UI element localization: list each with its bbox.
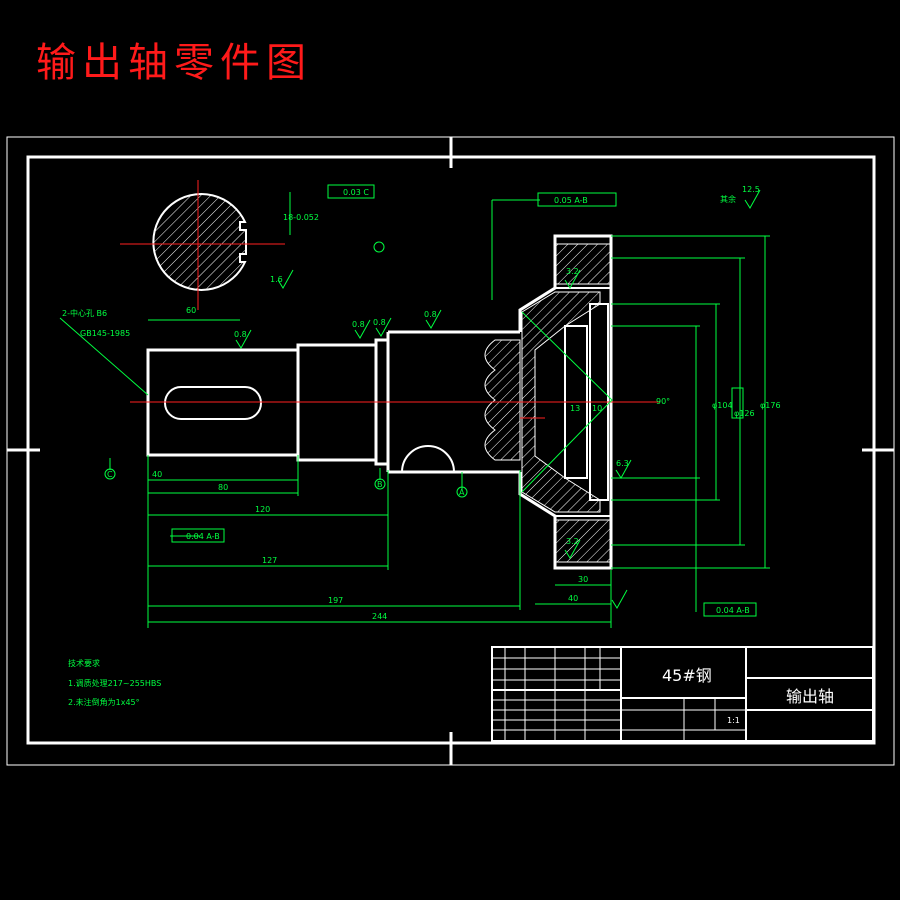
datum-a: A — [459, 488, 465, 497]
rest-roughness-label: 其余 — [720, 194, 736, 204]
dim-40a: 40 — [152, 470, 162, 479]
centering-marks — [7, 137, 894, 765]
dim-40b: 40 — [568, 594, 578, 603]
tolerance-frames — [171, 184, 757, 617]
roughness-texts: 0.8 0.8 0.8 0.8 3.2 3.2 6.3 1.6 — [234, 267, 629, 546]
tol-3: 0.04 A-B — [186, 532, 220, 541]
dim-60: 60 — [186, 306, 196, 315]
part-name-label: 输出轴 — [786, 687, 834, 706]
center-hole-label: 2-中心孔 B6 — [62, 308, 107, 318]
dim-127: 127 — [262, 556, 277, 565]
dimension-lines — [59, 192, 770, 628]
page-title: 输出轴零件图 — [36, 40, 312, 86]
tol-4: 0.04 A-B — [716, 606, 750, 615]
gear-hatch — [484, 243, 611, 563]
notes-heading: 技术要求 — [68, 658, 100, 668]
title-block-grid — [492, 647, 746, 741]
rough-8: 1.6 — [270, 275, 283, 284]
dim-angle-90: 90° — [656, 397, 670, 406]
dimension-texts: 60 40 80 120 127 197 244 30 40 13 10 90°… — [152, 213, 781, 621]
rough-2: 0.8 — [352, 320, 365, 329]
dim-197: 197 — [328, 596, 343, 605]
rough-1: 0.8 — [234, 330, 247, 339]
datum-letters: C A B — [107, 470, 465, 497]
center-hole-standard: GB145-1985 — [80, 329, 130, 338]
dim-phi176: φ176 — [760, 401, 781, 410]
material-label: 45#钢 — [662, 666, 712, 685]
tolerance-texts: 0.03 C 0.05 A-B 0.04 A-B 0.04 A-B — [186, 188, 750, 615]
cross-section-view — [120, 180, 285, 310]
datum-c: C — [107, 470, 113, 479]
tol-2: 0.05 A-B — [554, 196, 588, 205]
dim-10: 10 — [592, 404, 602, 413]
dim-80: 80 — [218, 483, 228, 492]
scale-label: 1:1 — [727, 716, 740, 725]
sheet-border-outer — [6, 136, 895, 766]
datum-symbols — [104, 241, 468, 498]
technical-notes: 技术要求 1.调质处理217~255HBS 2.未注倒角为1x45° — [68, 658, 161, 707]
rest-roughness-value: 12.5 — [742, 185, 760, 194]
dim-244: 244 — [372, 612, 387, 621]
dim-key-width: 18-0.052 — [283, 213, 319, 222]
notes-line-2: 2.未注倒角为1x45° — [68, 697, 140, 707]
dim-13: 13 — [570, 404, 580, 413]
rough-3: 0.8 — [373, 318, 386, 327]
roughness-symbols — [235, 189, 761, 609]
dim-30: 30 — [578, 575, 588, 584]
rough-6: 3.2 — [566, 537, 579, 546]
dim-phi126: φ126 — [734, 409, 755, 418]
dim-120: 120 — [255, 505, 270, 514]
rough-7: 6.3 — [616, 459, 629, 468]
rough-4: 0.8 — [424, 310, 437, 319]
notes-line-1: 1.调质处理217~255HBS — [68, 678, 161, 688]
datum-b: B — [377, 480, 383, 489]
tol-1: 0.03 C — [343, 188, 369, 197]
rough-5: 3.2 — [566, 267, 579, 276]
dim-phi104: φ104 — [712, 401, 733, 410]
